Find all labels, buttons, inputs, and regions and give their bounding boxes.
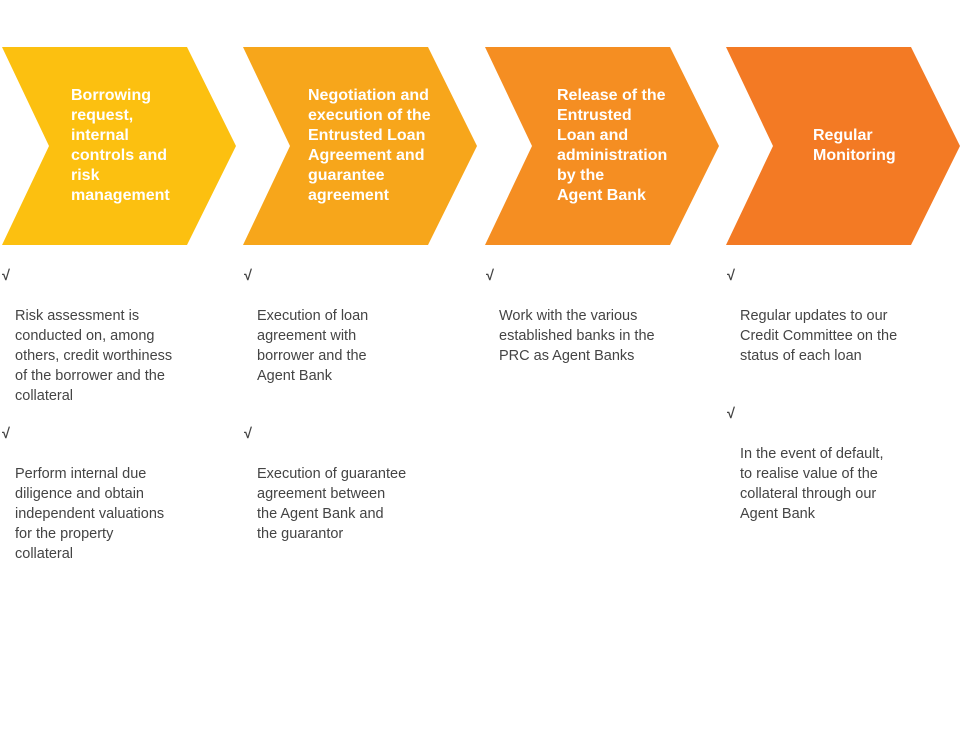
check-icon: √ [244,426,252,442]
list-item: √ Risk assessment is conducted on, among… [2,266,234,406]
check-icon: √ [2,268,10,284]
step-1-details: √ Risk assessment is conducted on, among… [2,266,234,564]
check-icon: √ [486,268,494,284]
step-2-details: √ Execution of loan agreement with borro… [244,266,476,544]
list-item: √ Work with the various established bank… [486,266,718,366]
bullet-text: Risk assessment is conducted on, among o… [15,308,173,404]
step-2-chevron: Negotiation and execution of the Entrust… [243,47,477,245]
step-1-chevron: Borrowing request, internal controls and… [2,47,236,245]
step-3-title: Release of the Entrusted Loan and admini… [557,87,668,204]
check-icon: √ [2,426,10,442]
step-4-chevron: Regular Monitoring [726,47,960,245]
bullet-text: Work with the various established banks … [499,308,655,364]
step-1-title: Borrowing request, internal controls and… [71,87,170,204]
step-3-details: √ Work with the various established bank… [486,266,718,366]
list-item: √ Execution of loan agreement with borro… [244,266,476,386]
step-3-chevron: Release of the Entrusted Loan and admini… [485,47,719,245]
bullet-text: Execution of guarantee agreement between… [257,466,407,542]
bullet-text: Perform internal due diligence and obtai… [15,466,165,562]
step-4-title: Regular Monitoring [813,127,896,164]
chevron-fill [726,47,960,245]
check-icon: √ [244,268,252,284]
list-item: √ Regular updates to our Credit Committe… [727,266,959,366]
chevron-shape [2,47,236,245]
step-2-title: Negotiation and execution of the Entrust… [308,87,431,204]
list-item: √ In the event of default, to realise va… [727,404,959,524]
chevron-fill [485,47,719,245]
list-item: √ Perform internal due diligence and obt… [2,424,234,564]
list-item: √ Execution of guarantee agreement betwe… [244,424,476,544]
chevron-fill [243,47,477,245]
chevron-shape [485,47,719,245]
check-icon: √ [727,268,735,284]
chevron-shape [243,47,477,245]
chevron-fill [2,47,236,245]
step-4-details: √ Regular updates to our Credit Committe… [727,266,959,524]
bullet-text: Execution of loan agreement with borrowe… [257,308,369,384]
check-icon: √ [727,406,735,422]
chevron-shape [726,47,960,245]
process-flow: Borrowing request, internal controls and… [0,0,962,260]
bullet-text: In the event of default, to realise valu… [740,446,884,522]
bullet-text: Regular updates to our Credit Committee … [740,308,898,364]
